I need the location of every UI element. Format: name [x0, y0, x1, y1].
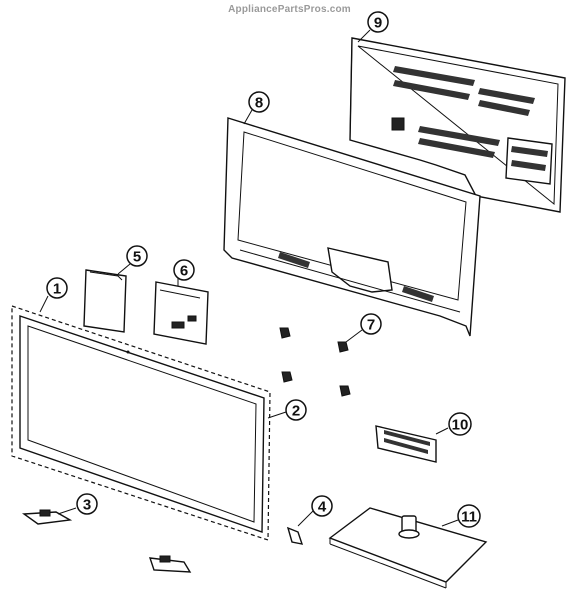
- callout-5: 5: [126, 245, 148, 267]
- callout-4: 4: [311, 495, 333, 517]
- callout-10-label: 10: [452, 417, 469, 434]
- callout-8: 8: [248, 91, 270, 113]
- callout-6-label: 6: [180, 263, 188, 280]
- part-small-board: [83, 269, 127, 333]
- callout-8-label: 8: [255, 95, 263, 112]
- callout-9: 9: [367, 11, 389, 33]
- callout-1: 1: [46, 277, 68, 299]
- callout-7-label: 7: [367, 317, 375, 334]
- callout-5-label: 5: [133, 249, 141, 266]
- callout-1-label: 1: [53, 281, 61, 298]
- callout-11-label: 11: [461, 509, 477, 526]
- part-feet: [21, 509, 192, 573]
- callout-4-label: 4: [318, 499, 327, 516]
- watermark-text: AppliancePartsPros.com: [228, 4, 351, 15]
- part-front-bezel: [223, 117, 481, 337]
- callout-3: 3: [76, 493, 98, 515]
- callout-6: 6: [173, 259, 195, 281]
- callout-2: 2: [285, 399, 307, 421]
- leader-lines: [39, 29, 459, 527]
- part-rear-cover: [349, 37, 566, 213]
- callout-3-label: 3: [83, 497, 91, 514]
- part-stand-neck: [375, 425, 437, 463]
- callout-2-label: 2: [292, 403, 300, 420]
- part-screws: [279, 327, 351, 397]
- callout-11: 11: [457, 504, 481, 528]
- part-clip: [286, 526, 304, 545]
- part-panel-assembly: [11, 305, 271, 541]
- callout-7: 7: [360, 313, 382, 335]
- callout-10: 10: [448, 412, 472, 436]
- part-main-board: [153, 281, 209, 345]
- part-stand-base: [328, 507, 488, 589]
- callout-9-label: 9: [374, 15, 382, 32]
